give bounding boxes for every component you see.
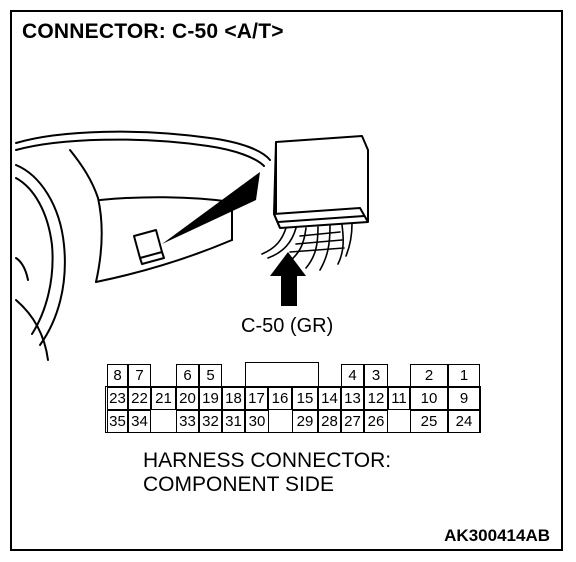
pin-28: 28 <box>318 410 341 433</box>
pin-14: 14 <box>318 387 341 410</box>
pin-9: 9 <box>448 387 480 410</box>
pin-23: 23 <box>107 387 128 410</box>
caption-line-2: COMPONENT SIDE <box>143 473 334 496</box>
pin-12: 12 <box>364 387 388 410</box>
pin-18: 18 <box>222 387 245 410</box>
diagram-title: CONNECTOR: C-50 <A/T> <box>22 20 284 43</box>
pin-21: 21 <box>151 387 176 410</box>
pointer-wedge <box>162 172 260 244</box>
diagram-frame <box>10 10 563 551</box>
connector-label: C-50 (GR) <box>241 315 334 337</box>
pin-4: 4 <box>341 364 364 387</box>
pin-3: 3 <box>364 364 388 387</box>
pin-32: 32 <box>199 410 222 433</box>
pin-8: 8 <box>107 364 128 387</box>
pin-7: 7 <box>128 364 151 387</box>
pin-6: 6 <box>176 364 199 387</box>
connector-lock-tab <box>245 362 319 387</box>
pin-15: 15 <box>292 387 318 410</box>
pin-26: 26 <box>364 410 388 433</box>
pin-20: 20 <box>176 387 199 410</box>
pin-35: 35 <box>107 410 128 433</box>
pin-25: 25 <box>410 410 448 433</box>
pin-24: 24 <box>448 410 480 433</box>
pin-31: 31 <box>222 410 245 433</box>
pin-30: 30 <box>245 410 269 433</box>
pin-29: 29 <box>292 410 318 433</box>
figure-code: AK300414AB <box>444 526 550 545</box>
pin-17: 17 <box>245 387 268 410</box>
pin-34: 34 <box>128 410 151 433</box>
pin-33: 33 <box>176 410 199 433</box>
pin-5: 5 <box>199 364 222 387</box>
pin-10: 10 <box>410 387 448 410</box>
caption-line-1: HARNESS CONNECTOR: <box>143 449 392 472</box>
pin-13: 13 <box>341 387 364 410</box>
connector-arrow <box>270 252 306 306</box>
pin-19: 19 <box>199 387 222 410</box>
pin-16: 16 <box>268 387 292 410</box>
pin-11: 11 <box>388 387 410 410</box>
pin-27: 27 <box>341 410 364 433</box>
pin-22: 22 <box>128 387 151 410</box>
pin-2: 2 <box>410 364 448 387</box>
pin-1: 1 <box>448 364 480 387</box>
